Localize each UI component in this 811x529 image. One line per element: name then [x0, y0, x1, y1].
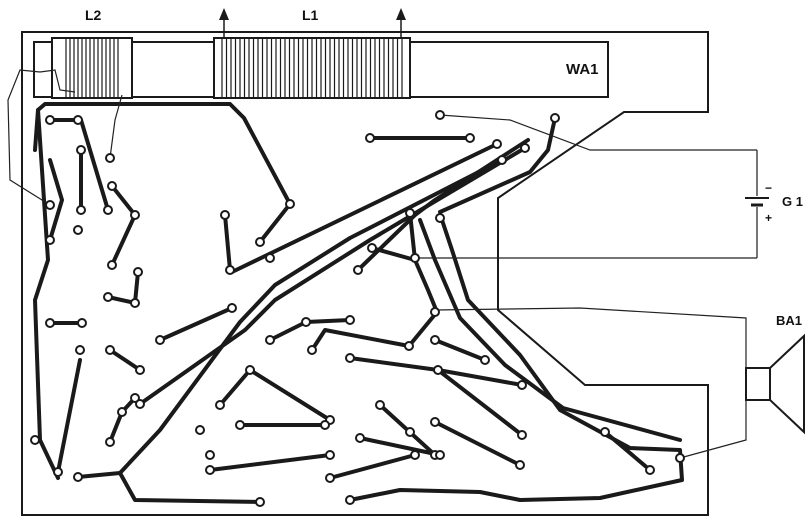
solder-pad — [45, 115, 55, 125]
solder-pad — [365, 133, 375, 143]
solder-pad — [410, 253, 420, 263]
solder-pad — [205, 465, 215, 475]
solder-pad — [45, 200, 55, 210]
solder-pad — [225, 265, 235, 275]
solder-pad — [76, 205, 86, 215]
solder-pad — [73, 472, 83, 482]
solder-pad — [265, 253, 275, 263]
solder-pad — [107, 181, 117, 191]
arrow-up-icon — [219, 8, 229, 38]
solder-pad — [517, 430, 527, 440]
solder-pad — [301, 317, 311, 327]
solder-pad — [73, 115, 83, 125]
solder-pad — [255, 237, 265, 247]
solder-pad — [515, 460, 525, 470]
solder-pad — [307, 345, 317, 355]
solder-pad — [430, 335, 440, 345]
solder-pad — [220, 210, 230, 220]
battery-icon — [745, 150, 769, 258]
solder-pad — [103, 292, 113, 302]
solder-pad — [105, 345, 115, 355]
solder-pad — [675, 453, 685, 463]
solder-pads — [30, 110, 685, 507]
solder-pad — [433, 365, 443, 375]
label-l2: L2 — [85, 7, 102, 23]
solder-pad — [550, 113, 560, 123]
solder-pad — [517, 380, 527, 390]
solder-pad — [325, 450, 335, 460]
solder-pad — [497, 155, 507, 165]
solder-pad — [645, 465, 655, 475]
solder-pad — [435, 110, 445, 120]
solder-pad — [30, 435, 40, 445]
label-l1: L1 — [302, 7, 319, 23]
solder-pad — [345, 495, 355, 505]
label-ba1: BA1 — [776, 313, 802, 328]
solder-pad — [227, 303, 237, 313]
solder-pad — [405, 208, 415, 218]
connection-wires — [7, 69, 757, 459]
solder-pad — [405, 427, 415, 437]
solder-pad — [345, 315, 355, 325]
solder-pad — [195, 425, 205, 435]
solder-pad — [465, 133, 475, 143]
solder-pad — [205, 450, 215, 460]
battery-minus: − — [765, 181, 772, 195]
solder-pad — [492, 139, 502, 149]
solder-pad — [235, 420, 245, 430]
solder-pad — [45, 235, 55, 245]
solder-pad — [325, 473, 335, 483]
solder-pad — [600, 427, 610, 437]
solder-pad — [520, 143, 530, 153]
solder-pad — [285, 199, 295, 209]
solder-pad — [345, 353, 355, 363]
solder-pad — [245, 365, 255, 375]
solder-pad — [320, 420, 330, 430]
solder-pad — [77, 318, 87, 328]
solder-pad — [117, 407, 127, 417]
solder-pad — [404, 341, 414, 351]
arrow-up-icon — [396, 8, 406, 38]
solder-pad — [135, 399, 145, 409]
solder-pad — [430, 417, 440, 427]
solder-pad — [353, 265, 363, 275]
solder-pad — [103, 205, 113, 215]
solder-pad — [73, 225, 83, 235]
battery-plus: + — [765, 211, 772, 225]
solder-pad — [135, 365, 145, 375]
solder-pad — [265, 335, 275, 345]
solder-pad — [215, 400, 225, 410]
solder-pad — [435, 450, 445, 460]
solder-pad — [430, 307, 440, 317]
solder-pad — [130, 298, 140, 308]
solder-pad — [45, 318, 55, 328]
coil-l1 — [213, 37, 411, 99]
solder-pad — [76, 145, 86, 155]
solder-pad — [155, 335, 165, 345]
solder-pad — [75, 345, 85, 355]
solder-pad — [105, 437, 115, 447]
solder-pad — [367, 243, 377, 253]
solder-pad — [105, 153, 115, 163]
solder-pad — [480, 355, 490, 365]
solder-pad — [133, 267, 143, 277]
solder-pad — [107, 260, 117, 270]
solder-pad — [255, 497, 265, 507]
label-wa1: WA1 — [566, 61, 599, 78]
solder-pad — [130, 210, 140, 220]
coil-l2 — [51, 37, 133, 99]
speaker-icon — [745, 333, 805, 435]
solder-pad — [410, 450, 420, 460]
solder-pad — [435, 213, 445, 223]
solder-pad — [355, 433, 365, 443]
board-outline — [21, 31, 709, 516]
label-g1: G 1 — [782, 194, 803, 209]
solder-pad — [375, 400, 385, 410]
solder-pad — [53, 467, 63, 477]
